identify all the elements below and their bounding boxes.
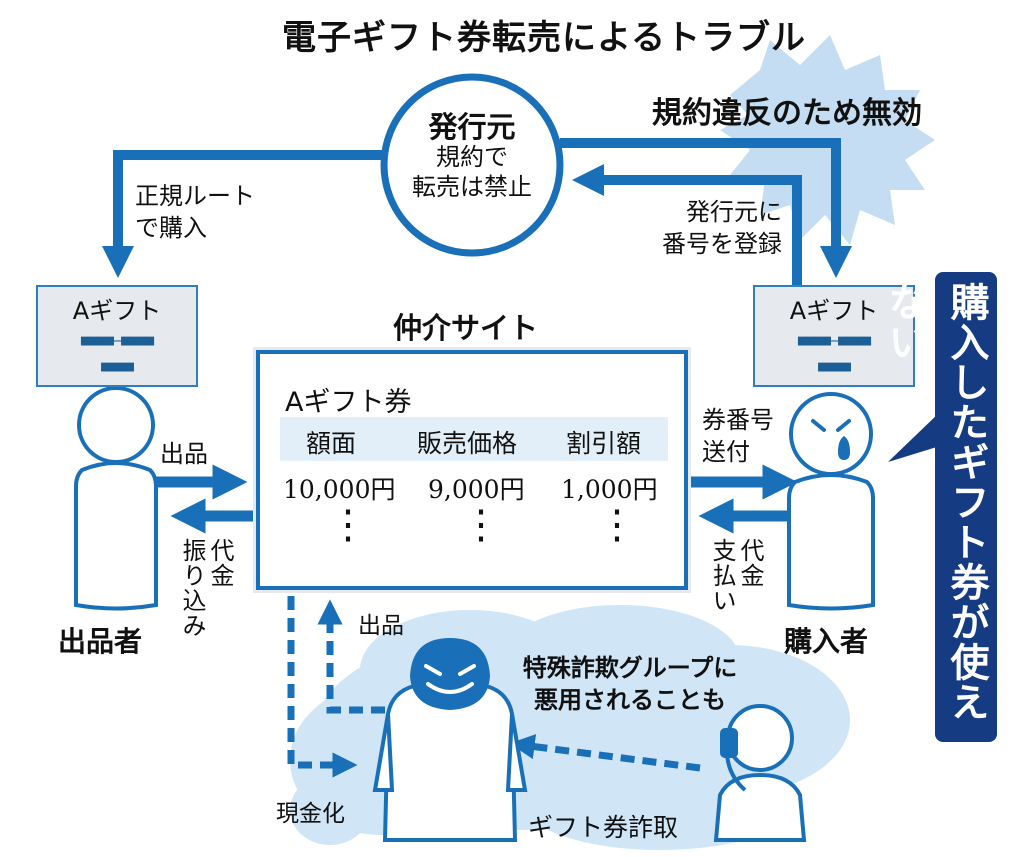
cash-out-arrow — [287, 596, 358, 778]
broker-site-box — [256, 350, 688, 590]
ellipsis-1: ⋮ — [328, 502, 368, 548]
legit-route-arrow — [101, 150, 385, 279]
cash-out-label: 現金化 — [276, 801, 345, 827]
payment-seller-label: 代金 振り込み — [178, 538, 234, 638]
gift-fraud-arrow — [509, 734, 701, 772]
gift-card-buyer: Aギフト ■■■■‒■■■■ ■■■■ — [753, 285, 915, 387]
cell-sale-price: 9,000円 — [428, 475, 525, 504]
col-discount: 割引額 — [566, 429, 642, 458]
register-label: 発行元に 番号を登録 — [662, 198, 782, 258]
gift-card-seller: Aギフト ■■■■‒■■■■ ■■■■ — [36, 285, 198, 387]
gift-card-name: Aギフト — [72, 297, 162, 325]
listing-label: 出品 — [160, 440, 208, 468]
site-table-heading: Aギフト券 — [285, 387, 412, 418]
invalid-arrow — [560, 138, 853, 279]
ellipsis-3: ⋮ — [597, 502, 637, 548]
cell-discount: 1,000円 — [561, 475, 658, 504]
issuer-circle — [380, 73, 564, 257]
gift-card-code-line2: ■■■■ — [817, 357, 851, 375]
cell-face-value: 10,000円 — [283, 475, 396, 504]
page-title: 電子ギフト券転売によるトラブル — [282, 18, 806, 58]
register-arrow — [571, 163, 802, 285]
unusable-banner: 購入したギフト券が使えない — [882, 272, 997, 742]
buyer-label: 購入者 — [784, 625, 869, 658]
caller-figure — [713, 704, 807, 842]
site-title: 仲介サイト — [393, 311, 539, 345]
issuer-rule: 規約で 転売は禁止 — [412, 143, 532, 201]
gift-card-code-line2: ■■■■ — [100, 357, 134, 375]
gift-card-code-line1: ■■■■‒■■■■ — [80, 331, 154, 349]
villain-figure — [372, 638, 528, 842]
gift-card-name: Aギフト — [789, 297, 879, 325]
issuer-name: 発行元 — [428, 110, 516, 144]
seller-label: 出品者 — [58, 625, 143, 658]
buyer-figure — [787, 392, 875, 611]
seller-figure — [74, 386, 158, 611]
site-table-header-bg — [280, 417, 668, 461]
fraud-note: 特殊詐欺グループに 悪用されることも — [522, 653, 738, 714]
fraud-listing-label: 出品 — [358, 613, 404, 639]
col-face-value: 額面 — [306, 429, 357, 458]
legit-route-label: 正規ルート で購入 — [135, 182, 255, 242]
gift-fraud-label: ギフト券詐取 — [528, 813, 679, 842]
fraud-listing-arrow — [317, 599, 385, 714]
payment-buyer-label: 代金 支払い — [708, 538, 764, 613]
send-number-label: 券番号 送付 — [702, 406, 774, 466]
col-sale-price: 販売価格 — [417, 429, 518, 458]
ellipsis-2: ⋮ — [461, 502, 501, 548]
invalid-label: 規約違反のため無効 — [652, 96, 922, 131]
banner-pointer — [888, 412, 940, 462]
gift-card-code-line1: ■■■■‒■■■■ — [797, 331, 871, 349]
